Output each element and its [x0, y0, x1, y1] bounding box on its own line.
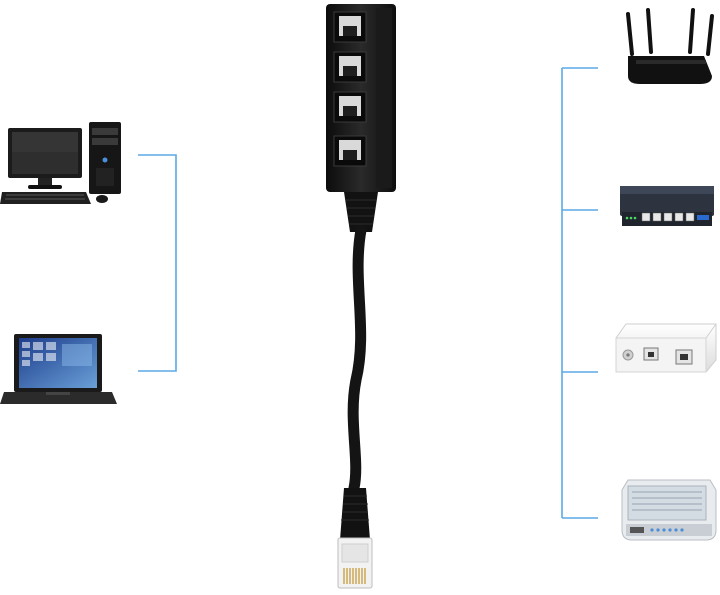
strain-relief: [344, 192, 378, 232]
cable: [347, 224, 367, 494]
right-connector-lines: [561, 67, 598, 519]
wifi-router-icon: [626, 8, 714, 84]
left-connector-lines: [138, 154, 177, 372]
network-device-icon: [621, 479, 717, 541]
laptop-icon: [0, 334, 117, 404]
rj45-splitter-cable: [326, 4, 396, 589]
left-line-desktop: [138, 154, 177, 372]
splitter-port-4: [333, 135, 367, 167]
desktop-computer-icon: [0, 122, 121, 204]
splitter-port-3: [333, 91, 367, 123]
splitter-port-1: [333, 11, 367, 43]
network-switch-icon: [620, 186, 714, 226]
splitter-port-2: [333, 51, 367, 83]
splitter-ports: [333, 11, 367, 167]
rj45-plug: [337, 537, 373, 589]
plug-boot: [340, 488, 370, 540]
modem-box-icon: [615, 323, 717, 373]
